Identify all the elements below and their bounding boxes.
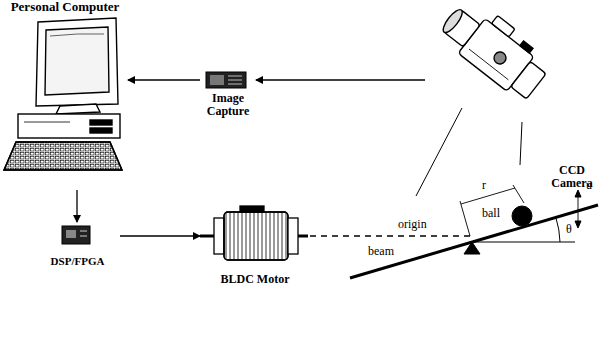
camera-node: CCD Camera [425, 0, 597, 190]
computer-node: Personal Computer [2, 0, 128, 190]
controller-node: DSP/FPGA [35, 222, 120, 268]
capture-node: Image Capture [200, 68, 256, 118]
node-label: Image Capture [200, 92, 256, 118]
node-label: BLDC Motor [221, 273, 290, 286]
motor-node: BLDC Motor [200, 206, 310, 286]
image-capture-icon [206, 72, 246, 88]
distance-label: r [482, 178, 486, 192]
beam-ball-illustration [350, 185, 598, 278]
signal-arrow [128, 79, 200, 80]
node-label: DSP/FPGA [51, 255, 105, 268]
signal-arrow [76, 190, 77, 222]
ball-label: ball [482, 206, 500, 220]
beam-label: beam [368, 244, 394, 258]
computer-illustration [4, 18, 122, 170]
angle-label: θ [566, 222, 572, 236]
node-label: Personal Computer [11, 0, 120, 13]
dsp-fpga-icon [62, 226, 90, 244]
bldc-motor-illustration [200, 206, 308, 260]
origin-label: origin [398, 217, 427, 231]
displacement-label: u [586, 178, 592, 192]
signal-arrow [120, 235, 200, 236]
ccd-camera-illustration [435, 0, 556, 104]
signal-arrow [256, 79, 425, 80]
